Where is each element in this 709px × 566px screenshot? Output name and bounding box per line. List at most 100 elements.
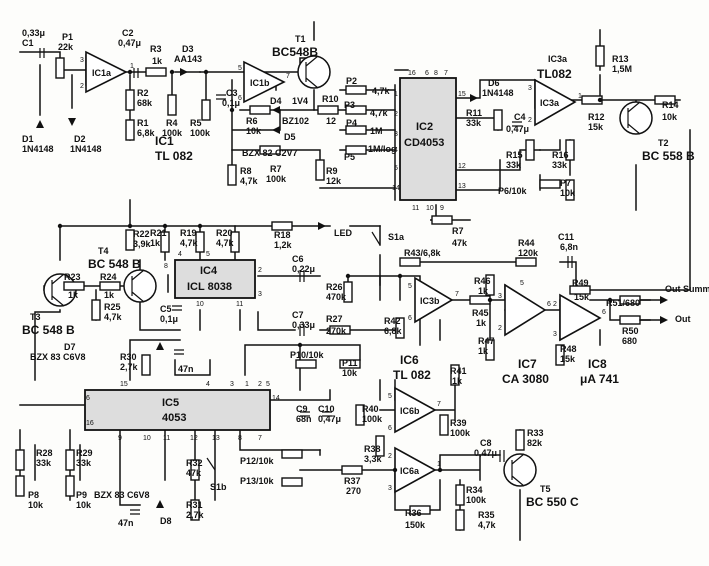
c8-val: 0,47μ bbox=[474, 448, 497, 458]
pin-label: 5 bbox=[388, 393, 392, 400]
r51-ref: R51/680 bbox=[606, 298, 640, 308]
p7-val: 10k bbox=[560, 188, 576, 198]
r31-val: 2,7k bbox=[186, 510, 205, 520]
ic8-ref: IC8 bbox=[588, 357, 607, 371]
ic3b-label: IC3b bbox=[420, 296, 440, 306]
d4-type: 1V4 bbox=[292, 96, 308, 106]
r39-ref: R39 bbox=[450, 418, 467, 428]
pin-label: 10 bbox=[196, 301, 204, 308]
p4-ref: P4 bbox=[346, 118, 357, 128]
out-summe-label: Out Summe bbox=[665, 284, 709, 294]
r6-ref: R6 bbox=[246, 116, 258, 126]
pin-label: 14 bbox=[272, 395, 280, 402]
r37-val: 270 bbox=[346, 486, 361, 496]
pin-label: 11 bbox=[412, 205, 419, 212]
pin-label: 4 bbox=[178, 251, 182, 258]
ic1-ref: IC1 bbox=[155, 134, 174, 148]
r14-ref: R14 bbox=[662, 100, 679, 110]
pin-label: 12 bbox=[458, 163, 466, 170]
c10-val: 0,47μ bbox=[318, 414, 341, 424]
ic2-ref: IC2 bbox=[416, 121, 433, 133]
pin-label: 2 bbox=[258, 267, 262, 274]
r20-ref: R20 bbox=[216, 228, 233, 238]
d3-ref: D3 bbox=[182, 44, 194, 54]
t5-type: BC 550 C bbox=[526, 495, 579, 509]
ic6-ref: IC6 bbox=[400, 353, 419, 367]
switches: S1a S1b bbox=[206, 231, 405, 492]
p11-ref: P11 bbox=[342, 358, 358, 368]
ic5-type: 4053 bbox=[162, 412, 186, 424]
pin-label: 16 bbox=[408, 70, 416, 77]
pin-label: 9 bbox=[118, 435, 122, 442]
pin-label: 7 bbox=[444, 70, 448, 77]
r16-ref: R16 bbox=[552, 150, 569, 160]
r27-ref: R27 bbox=[326, 314, 343, 324]
d6-type: 1N4148 bbox=[482, 88, 514, 98]
t5-transistor: T5 BC 550 C bbox=[503, 453, 579, 509]
ic8-type: μA 741 bbox=[580, 372, 619, 386]
ic2-type: CD4053 bbox=[404, 137, 444, 149]
p2-val: 4,7k bbox=[372, 86, 391, 96]
pin-label: 1 bbox=[245, 381, 249, 388]
pin-label: 4 bbox=[206, 381, 210, 388]
r34-ref: R34 bbox=[466, 485, 483, 495]
d1-type: 1N4148 bbox=[22, 144, 54, 154]
pin-label: 1 bbox=[437, 461, 441, 468]
pin-label: 1 bbox=[394, 91, 398, 98]
pin-label: 1 bbox=[130, 63, 134, 70]
r4-val: 100k bbox=[162, 128, 183, 138]
c6-ref: C6 bbox=[292, 254, 304, 264]
r30-ref: R30 bbox=[120, 352, 137, 362]
pin-label: 3 bbox=[230, 381, 234, 388]
ic6a-label: IC6a bbox=[400, 466, 420, 476]
pin-label: 3 bbox=[528, 85, 532, 92]
r40-ref: R40 bbox=[362, 404, 379, 414]
r48-ref: R48 bbox=[560, 344, 577, 354]
ic6b-opamp: IC6b 5 6 7 IC6 TL 082 bbox=[388, 353, 441, 434]
c5-ref: C5 bbox=[160, 304, 172, 314]
r49-ref: R49 bbox=[572, 278, 589, 288]
r9-val: 12k bbox=[326, 176, 342, 186]
pin-label: 10 bbox=[426, 205, 434, 212]
r21-val: 1k bbox=[150, 238, 161, 248]
r14-val: 10k bbox=[662, 112, 678, 122]
ic3a-opamp: IC3a 3 2 1 IC3a TL082 bbox=[528, 54, 582, 127]
pin-label: 3 bbox=[80, 57, 84, 64]
c9-ref: C9 bbox=[296, 404, 308, 414]
pin-label: 12 bbox=[190, 435, 198, 442]
r50-ref: R50 bbox=[622, 326, 639, 336]
r36-ref: R36 bbox=[405, 508, 422, 518]
p4-val: 1M bbox=[370, 126, 383, 136]
r3-ref: R3 bbox=[150, 44, 162, 54]
pin-label: 2 bbox=[258, 381, 262, 388]
ic1a-opamp: IC1a 3 2 1 bbox=[80, 50, 134, 94]
p8-ref: P8 bbox=[28, 490, 39, 500]
t1-type: BC548B bbox=[272, 45, 318, 59]
pin-label: 8 bbox=[164, 263, 168, 270]
pin-label: 2 bbox=[553, 301, 557, 308]
d5-type: BZX 82 C2V7 bbox=[242, 148, 298, 158]
r28-val: 33k bbox=[36, 458, 52, 468]
r10-ref: R10 bbox=[322, 94, 339, 104]
c11-ref: C11 bbox=[558, 232, 574, 242]
p1-ref: P1 bbox=[62, 32, 73, 42]
c5-val: 0,1μ bbox=[160, 314, 178, 324]
p8-val: 10k bbox=[28, 500, 44, 510]
d7-type: BZX 83 C6V8 bbox=[30, 352, 86, 362]
pin-label: 4 bbox=[394, 147, 398, 154]
r19-val: 4,7k bbox=[180, 238, 199, 248]
pin-label: 6 bbox=[425, 70, 429, 77]
r22-ref: R22 bbox=[133, 229, 150, 239]
t4-transistor: T4 BC 548 B bbox=[88, 246, 157, 303]
r29-ref: R29 bbox=[76, 448, 93, 458]
led-ref: LED bbox=[334, 228, 353, 238]
r9-ref: R9 bbox=[326, 166, 338, 176]
r38-ref: R38 bbox=[364, 444, 381, 454]
pin-label: 6 bbox=[408, 315, 412, 322]
r42-ref: R42 bbox=[384, 316, 401, 326]
c3-ref: C3 bbox=[226, 88, 238, 98]
c4-ref: C4 bbox=[514, 112, 526, 122]
ic3b-opamp: IC3b 5 6 7 bbox=[408, 276, 459, 324]
